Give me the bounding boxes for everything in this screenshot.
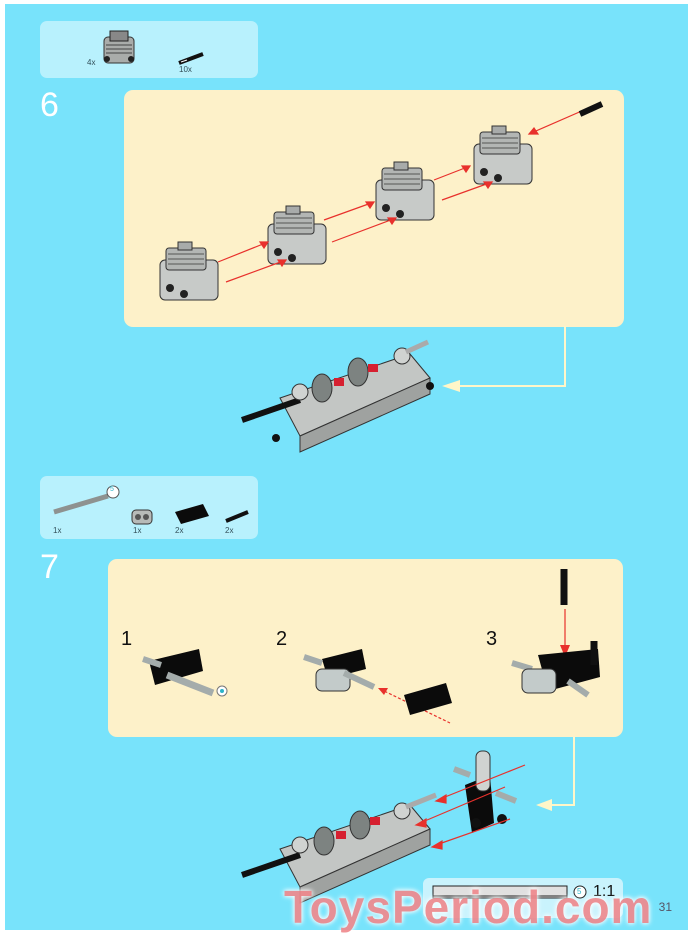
step-number: 7: [40, 548, 59, 586]
substep3-illustration: [511, 569, 600, 698]
step6-result-connector: [442, 326, 566, 392]
step7-parts-box: 5 1x 1x 2x 2x: [40, 476, 258, 539]
part-qty: 4x: [87, 58, 96, 67]
step7-subassembly-panel: [108, 559, 623, 737]
substep-number: 1: [121, 628, 133, 650]
axle-pin-part-icon: [178, 52, 204, 65]
part-qty: 2x: [175, 526, 184, 535]
part-qty: 1x: [133, 526, 142, 535]
step6-assembly-illustration: [159, 101, 604, 301]
cross-block-part-icon: [131, 509, 153, 525]
part-qty: 10x: [179, 65, 192, 74]
axle-5-part-icon: [53, 485, 120, 515]
step-number: 6: [40, 86, 59, 124]
axle-callout-icon: [573, 885, 587, 899]
watermark-text: ToysPeriod.com: [284, 881, 653, 933]
engine-cylinder-part-icon: [103, 30, 135, 64]
substep2-illustration: [303, 649, 452, 724]
engine-block-final-illustration: [241, 750, 526, 904]
scale-label: 1:1: [593, 883, 616, 900]
step7-result-connector: [536, 737, 575, 811]
substep1-illustration: [142, 649, 228, 697]
scale-callout: 5: [577, 887, 582, 896]
part-qty: 2x: [225, 526, 234, 535]
axle-length-callout: 5: [110, 486, 114, 493]
page-number: 31: [658, 900, 672, 914]
black-beam-part-icon: [175, 504, 209, 524]
substep-number: 2: [276, 628, 288, 650]
engine-block-result-illustration: [241, 339, 434, 453]
step6-parts-box: 4x 10x: [40, 21, 258, 78]
substep-number: 3: [486, 628, 498, 650]
ruler-icon: [432, 885, 568, 899]
axle-pin-icon: [578, 101, 604, 117]
axle-pin-part-icon: [225, 510, 249, 523]
part-qty: 1x: [53, 526, 62, 535]
scale-ruler-box: 5 1:1: [423, 878, 623, 918]
